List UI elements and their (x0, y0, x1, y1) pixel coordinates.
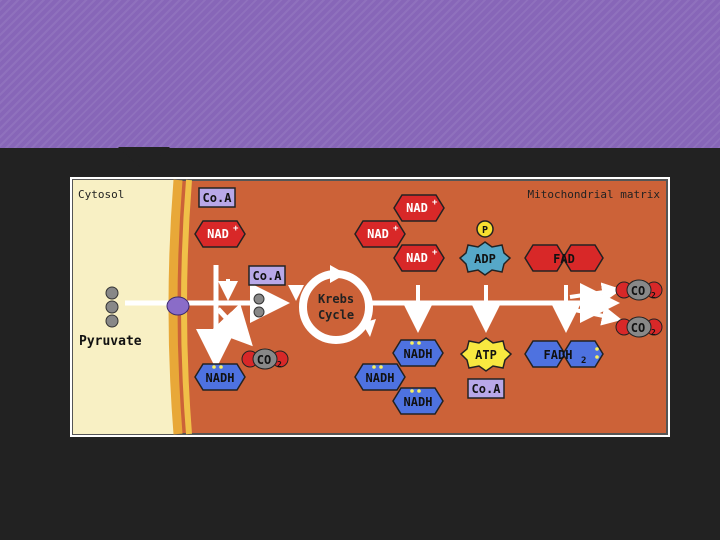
pyruvate-label: Pyruvate (79, 334, 142, 349)
svg-text:NADH: NADH (206, 371, 235, 385)
svg-text:NADH: NADH (404, 347, 433, 361)
svg-text:FADH: FADH (544, 348, 573, 362)
svg-text:2: 2 (581, 356, 586, 366)
svg-text:NAD: NAD (367, 227, 389, 241)
svg-text:+: + (432, 198, 438, 208)
title-banner (0, 0, 720, 148)
svg-text:Co.A: Co.A (472, 382, 502, 396)
svg-text:CO: CO (631, 284, 645, 298)
cycle-arrowhead-top (330, 265, 346, 283)
krebs-cycle (299, 270, 373, 344)
nad-hexagon-2: NAD + (393, 194, 445, 222)
svg-text:CO: CO (257, 353, 271, 367)
nad-hexagon-4: NAD + (393, 244, 445, 272)
nadh-hexagon-4: NADH (392, 387, 444, 415)
acetyl-coa-molecule (253, 293, 265, 318)
nadh-hexagon-2: NADH (392, 339, 444, 367)
svg-text:CO: CO (631, 321, 645, 335)
co2-release-arrow (210, 303, 253, 347)
svg-text:ADP: ADP (474, 252, 496, 266)
transport-protein (166, 296, 190, 316)
svg-text:+: + (432, 248, 438, 258)
diagram-canvas: Cytosol Mitochondrial matrix Pyruvate Kr… (72, 179, 668, 435)
svg-text:NAD: NAD (207, 227, 229, 241)
pyruvate-molecule (105, 286, 119, 328)
phosphate-circle: P (476, 220, 494, 238)
cytosol-region (73, 180, 178, 434)
nadh-hexagon-1: NADH (194, 363, 246, 391)
nad-hexagon-1: NAD + (194, 220, 246, 248)
svg-text:NADH: NADH (404, 395, 433, 409)
co2-molecule-2: CO 2 (615, 279, 663, 301)
svg-text:2: 2 (651, 328, 656, 337)
svg-text:+: + (393, 224, 399, 234)
cytosol-label: Cytosol (78, 188, 124, 201)
svg-text:NAD: NAD (406, 251, 428, 265)
svg-text:+: + (233, 224, 239, 234)
co2-arrow-2 (569, 305, 622, 326)
svg-text:FAD: FAD (553, 252, 575, 266)
svg-text:ATP: ATP (475, 348, 497, 362)
co2-arrow-1 (569, 282, 622, 303)
svg-text:NADH: NADH (366, 371, 395, 385)
krebs-cycle-figure: Cytosol Mitochondrial matrix Pyruvate Kr… (70, 177, 670, 437)
svg-text:2: 2 (651, 291, 656, 300)
svg-text:NAD: NAD (406, 201, 428, 215)
cycle-arrowhead-right (362, 319, 376, 337)
matrix-label: Mitochondrial matrix (528, 188, 661, 201)
nad-hexagon-3: NAD + (354, 220, 406, 248)
svg-text:Co.A: Co.A (253, 269, 283, 283)
nadh-hexagon-3: NADH (354, 363, 406, 391)
svg-text:Co.A: Co.A (203, 191, 233, 205)
krebs-label: Krebs (318, 292, 354, 306)
co2-molecule-3: CO 2 (615, 316, 663, 338)
co2-molecule-1: CO 2 (241, 348, 289, 370)
svg-text:P: P (482, 225, 488, 236)
coa-box-top: Co.A (198, 187, 236, 208)
coa-box-mid: Co.A (248, 265, 286, 286)
cycle-label: Cycle (318, 308, 354, 322)
fadh2-hexagon: FADH 2 (524, 340, 604, 368)
fad-hexagon: FAD (524, 244, 604, 272)
cycle-arrowhead-left (288, 285, 304, 301)
svg-text:2: 2 (277, 360, 282, 369)
adp-star: ADP (458, 241, 512, 276)
coa-box-bottom: Co.A (467, 378, 505, 399)
atp-star: ATP (459, 337, 513, 372)
banner-notch (118, 147, 170, 171)
